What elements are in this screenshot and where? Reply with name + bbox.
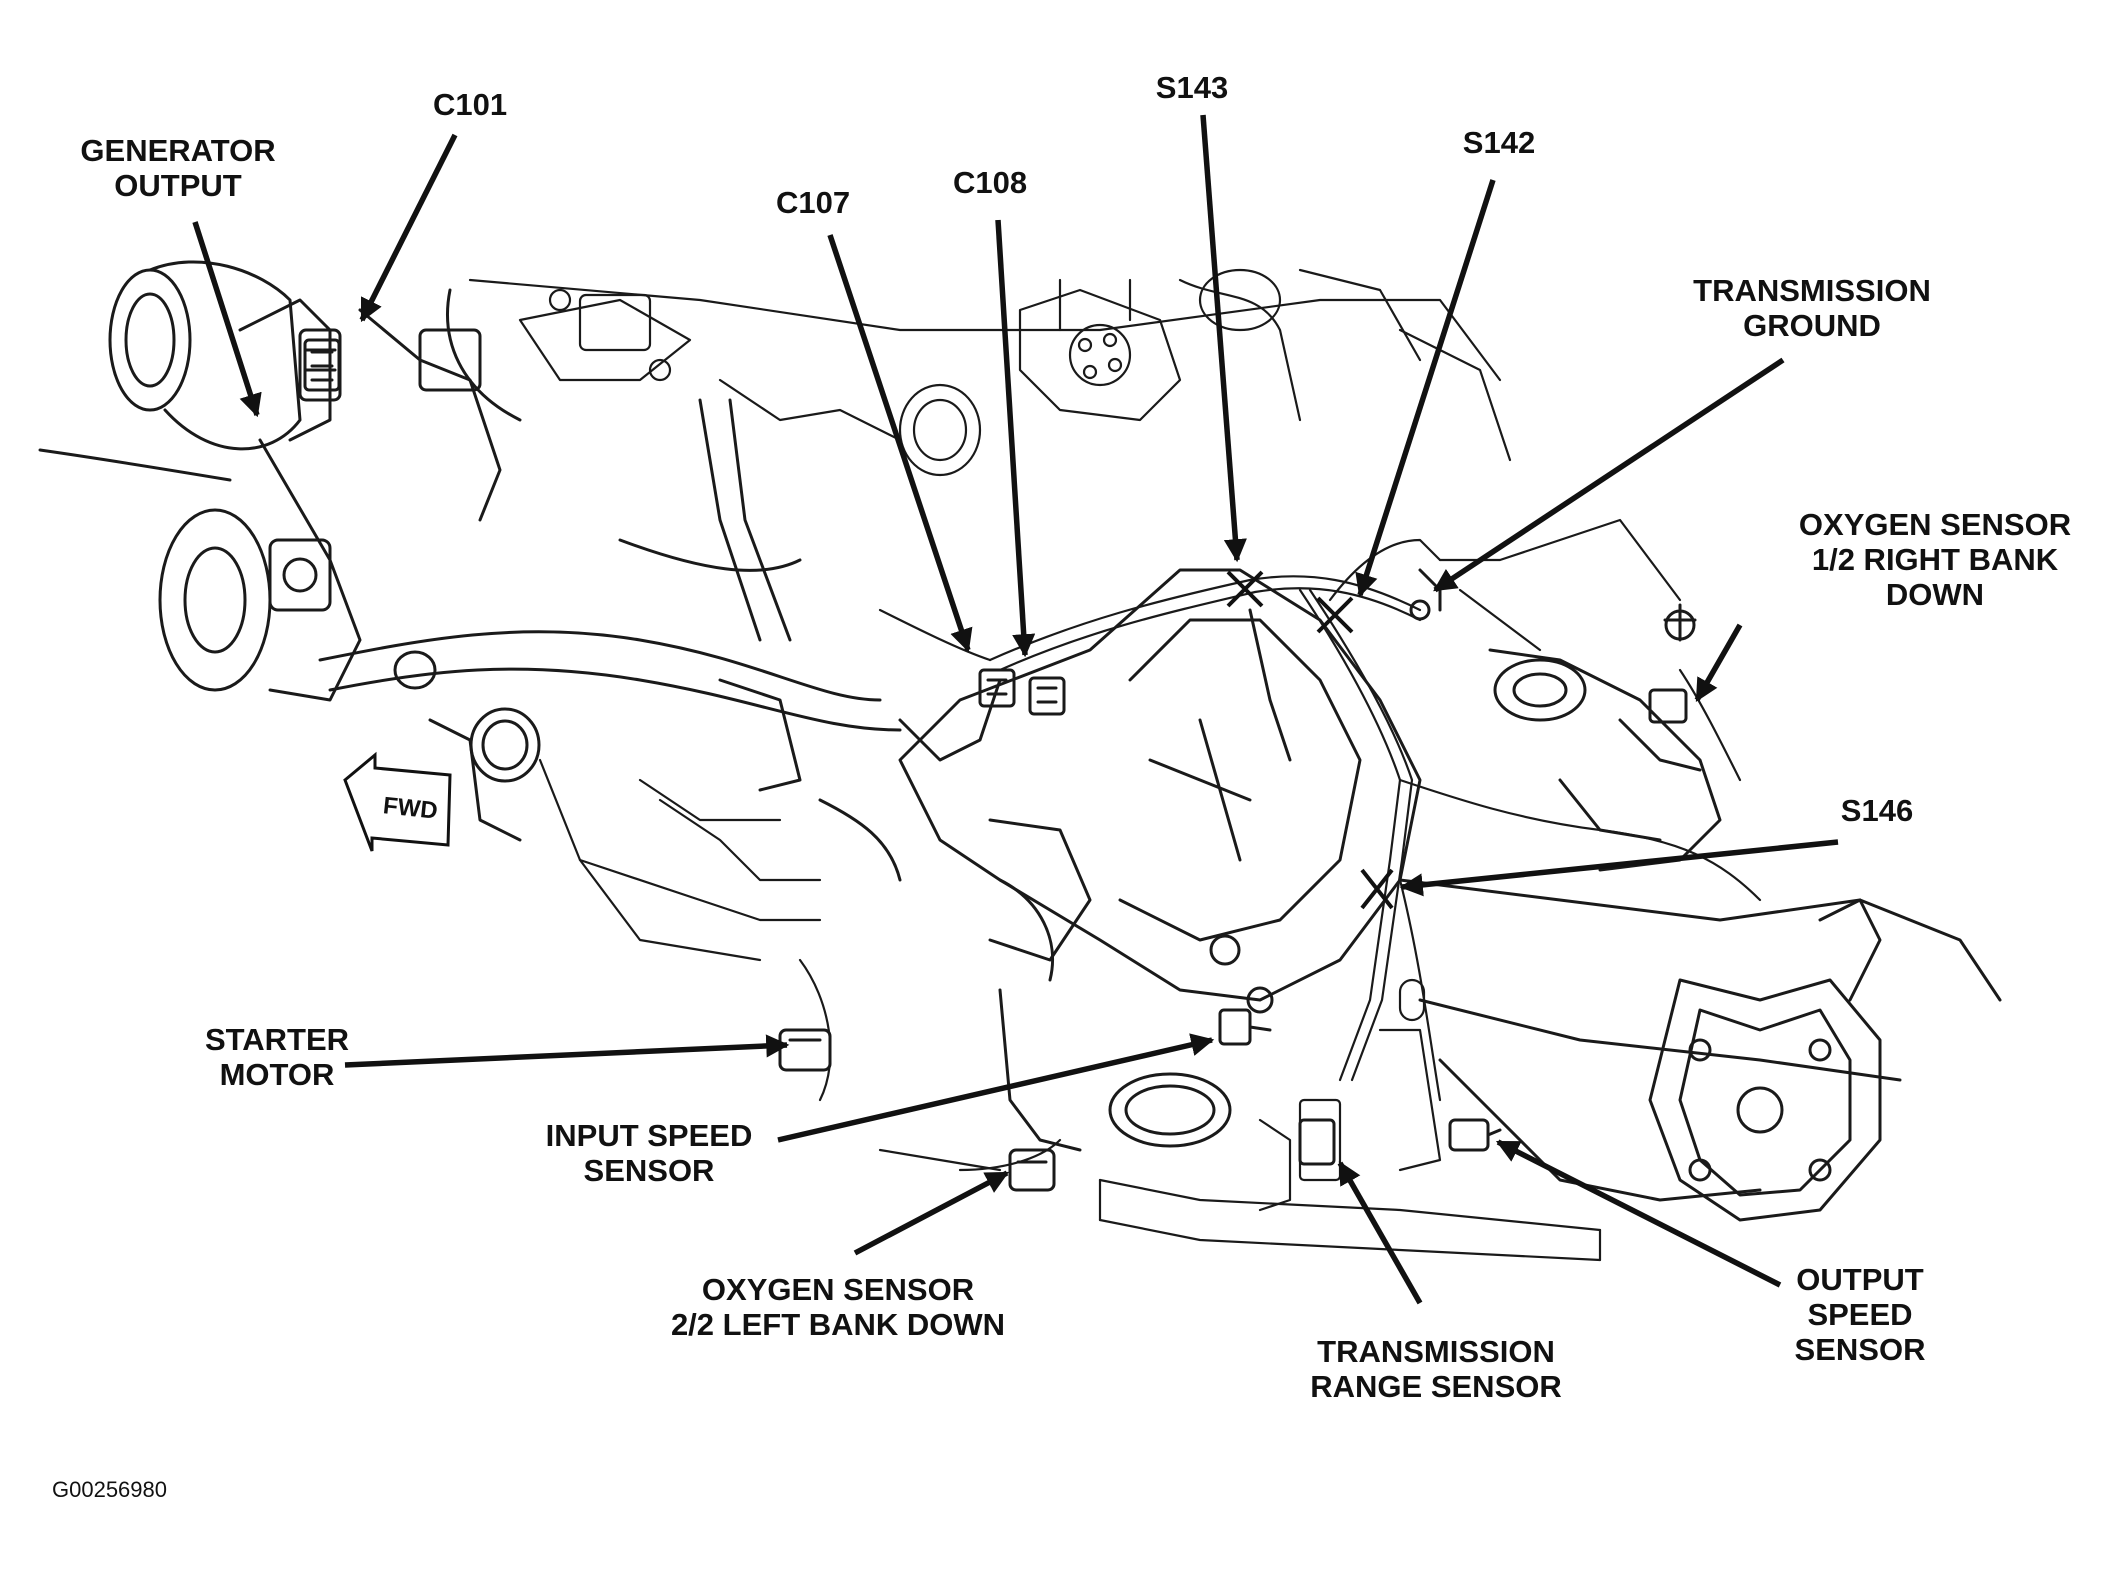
label-line: S146 [1840,793,1914,828]
label-c101: C101 [433,87,507,122]
fwd-arrow [343,751,452,852]
exhaust-manifold-and-pipes [318,398,1002,882]
label-line: SENSOR [583,1153,715,1188]
intake-and-valve-covers [468,268,1512,477]
label-output-speed-sensor: OUTPUT SPEED SENSOR [1795,1262,1926,1367]
wiring-harness [798,518,1762,1172]
label-oxygen-sensor-left: OXYGEN SENSOR 2/2 LEFT BANK DOWN [671,1272,1005,1342]
label-line: 2/2 LEFT BANK DOWN [670,1307,1006,1342]
label-line: OUTPUT [1796,1262,1924,1297]
label-line: 1/2 RIGHT BANK [1811,542,2059,577]
label-s142: S142 [1463,125,1535,160]
label-c107: C107 [776,185,850,220]
label-line: OXYGEN SENSOR [1798,507,2072,542]
label-line: OXYGEN SENSOR [701,1272,975,1307]
splice-marks [1226,570,1394,910]
label-line: STARTER [204,1022,350,1057]
label-line: GROUND [1743,308,1881,343]
label-c108: C108 [953,165,1027,200]
label-line: SENSOR [1794,1332,1926,1367]
generator-assembly [38,260,522,702]
label-line: TRANSMISSION [1693,273,1931,308]
oil-pan-and-crossmember [538,758,1602,1262]
label-generator-output: GENERATOR OUTPUT [80,133,275,203]
label-s146: S146 [1841,793,1913,828]
label-line: S142 [1462,125,1536,160]
figure-code: G00256980 [52,1477,167,1502]
label-line: INPUT SPEED [545,1118,753,1153]
label-starter-motor: STARTER MOTOR [205,1022,349,1092]
transmission-bellhousing [898,568,1422,1152]
label-line: SPEED [1807,1297,1913,1332]
label-line: RANGE SENSOR [1310,1369,1562,1404]
label-input-speed-sensor: INPUT SPEED SENSOR [546,1118,753,1188]
label-oxygen-sensor-right: OXYGEN SENSOR 1/2 RIGHT BANK DOWN [1799,507,2071,612]
fwd-label: FWD [381,792,439,825]
label-line: TRANSMISSION [1317,1334,1555,1369]
leader-lines [192,114,1839,1305]
label-line: S143 [1155,70,1229,105]
label-line: C108 [952,165,1028,200]
connectors [303,338,1697,1192]
label-transmission-ground: TRANSMISSION GROUND [1693,273,1931,343]
label-s143: S143 [1156,70,1228,105]
label-line: C107 [775,185,851,220]
label-line: MOTOR [219,1057,335,1092]
label-line: C101 [432,87,508,122]
label-line: GENERATOR [80,133,276,168]
label-line: OUTPUT [114,168,242,203]
label-line: DOWN [1885,577,1985,612]
label-transmission-range-sensor: TRANSMISSION RANGE SENSOR [1310,1334,1561,1404]
